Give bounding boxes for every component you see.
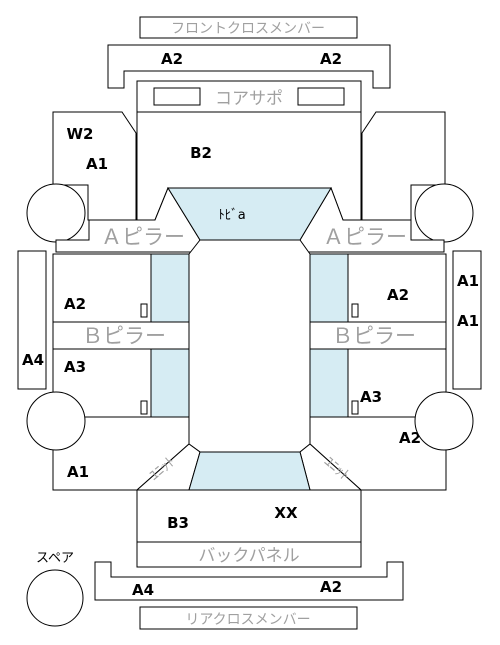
b-pillar-left	[52, 321, 190, 350]
grade-front-member-left: A2	[161, 50, 183, 68]
front-right-fender	[361, 111, 446, 221]
rear-glass	[188, 451, 311, 491]
roof-panel	[188, 239, 311, 453]
grade-front-member-right: A2	[320, 50, 342, 68]
grade-right-upper: A2	[387, 286, 409, 304]
rear-member-bracket	[94, 561, 404, 601]
grade-left-lower: A3	[64, 358, 86, 376]
a-pillar-right-label: Ａピラー	[323, 225, 407, 249]
grade-right-lower: A3	[360, 388, 382, 406]
grade-core-center: B2	[190, 144, 212, 162]
grade-front-left: A1	[86, 155, 108, 173]
left-front-door	[52, 253, 152, 323]
front-cross-member-box	[139, 16, 358, 39]
rear-right-wheel	[414, 391, 474, 451]
left-side-sill	[17, 250, 47, 390]
rear-cross-member-box	[139, 606, 358, 630]
grade-rear-member-left: A4	[132, 581, 154, 599]
rear-cross-member-label: リアクロスメンバー	[185, 612, 310, 628]
grade-right-outer-top: A1	[457, 272, 479, 290]
right-rear-door-handle	[351, 400, 359, 415]
windshield-label: ﾄﾋﾞa	[218, 208, 245, 223]
core-support-right-slot	[297, 87, 345, 106]
b-pillar-left-label: Ｂピラー	[82, 324, 166, 348]
grade-trunk-left: B3	[167, 514, 189, 532]
grade-rear-left: A1	[67, 463, 89, 481]
spare-label: スペア	[36, 551, 74, 566]
grade-front-left-corner: W2	[67, 125, 94, 143]
grade-left-upper: A2	[64, 295, 86, 313]
front-left-wheel	[26, 183, 86, 243]
back-panel-label: バックパネル	[198, 546, 299, 566]
grade-trunk-right: XX	[274, 504, 298, 522]
a-pillar-left-label: Ａピラー	[101, 225, 185, 249]
left-front-door-handle	[140, 303, 148, 318]
front-member-bracket	[107, 44, 391, 89]
core-support-label: コアサポ	[215, 89, 283, 109]
grade-left-outer: A4	[22, 351, 44, 369]
core-support-left-slot	[153, 87, 201, 106]
front-right-wheel	[414, 183, 474, 243]
grade-right-outer-bottom: A1	[457, 312, 479, 330]
trunk-panel	[136, 489, 362, 543]
rear-left-wheel	[26, 391, 86, 451]
front-cross-member-label: フロントクロスメンバー	[171, 21, 325, 37]
right-front-door-handle	[351, 303, 359, 318]
back-panel-box	[136, 541, 362, 568]
b-pillar-right	[309, 321, 447, 350]
right-side-sill	[452, 250, 482, 390]
spare-tire	[26, 569, 84, 627]
grade-rear-member-right: A2	[320, 578, 342, 596]
left-rear-door-handle	[140, 400, 148, 415]
b-pillar-right-label: Ｂピラー	[332, 324, 416, 348]
grade-rear-right: A2	[399, 429, 421, 447]
